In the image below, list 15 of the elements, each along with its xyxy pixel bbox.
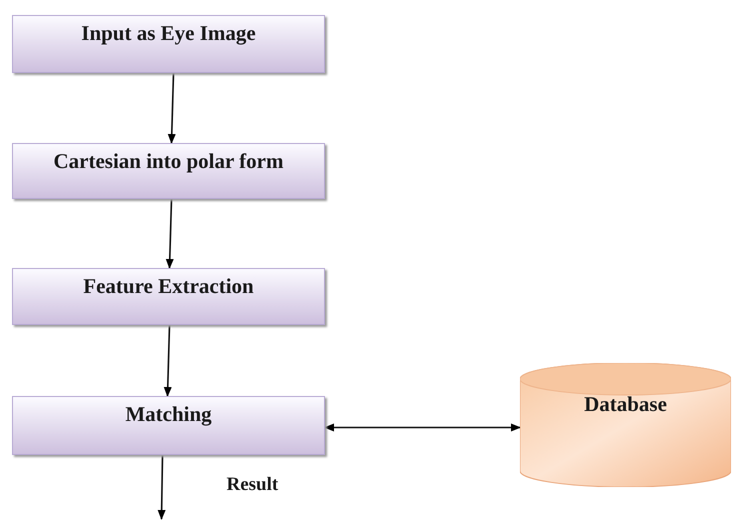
process-box — [12, 143, 325, 199]
node-text: Input as Eye Image — [80, 20, 257, 46]
node-text: Database — [583, 391, 668, 418]
process-box — [12, 396, 325, 455]
arrow — [164, 324, 172, 397]
arrow — [168, 72, 176, 144]
database-cylinder — [520, 363, 731, 487]
process-box — [12, 268, 325, 325]
node-text: Cartesian into polar form — [52, 148, 284, 174]
arrow — [166, 198, 174, 269]
process-box — [12, 15, 325, 73]
node-text: Matching — [124, 401, 213, 428]
arrow — [158, 454, 166, 520]
arrow — [324, 424, 521, 432]
node-text: Feature Extraction — [82, 273, 255, 300]
